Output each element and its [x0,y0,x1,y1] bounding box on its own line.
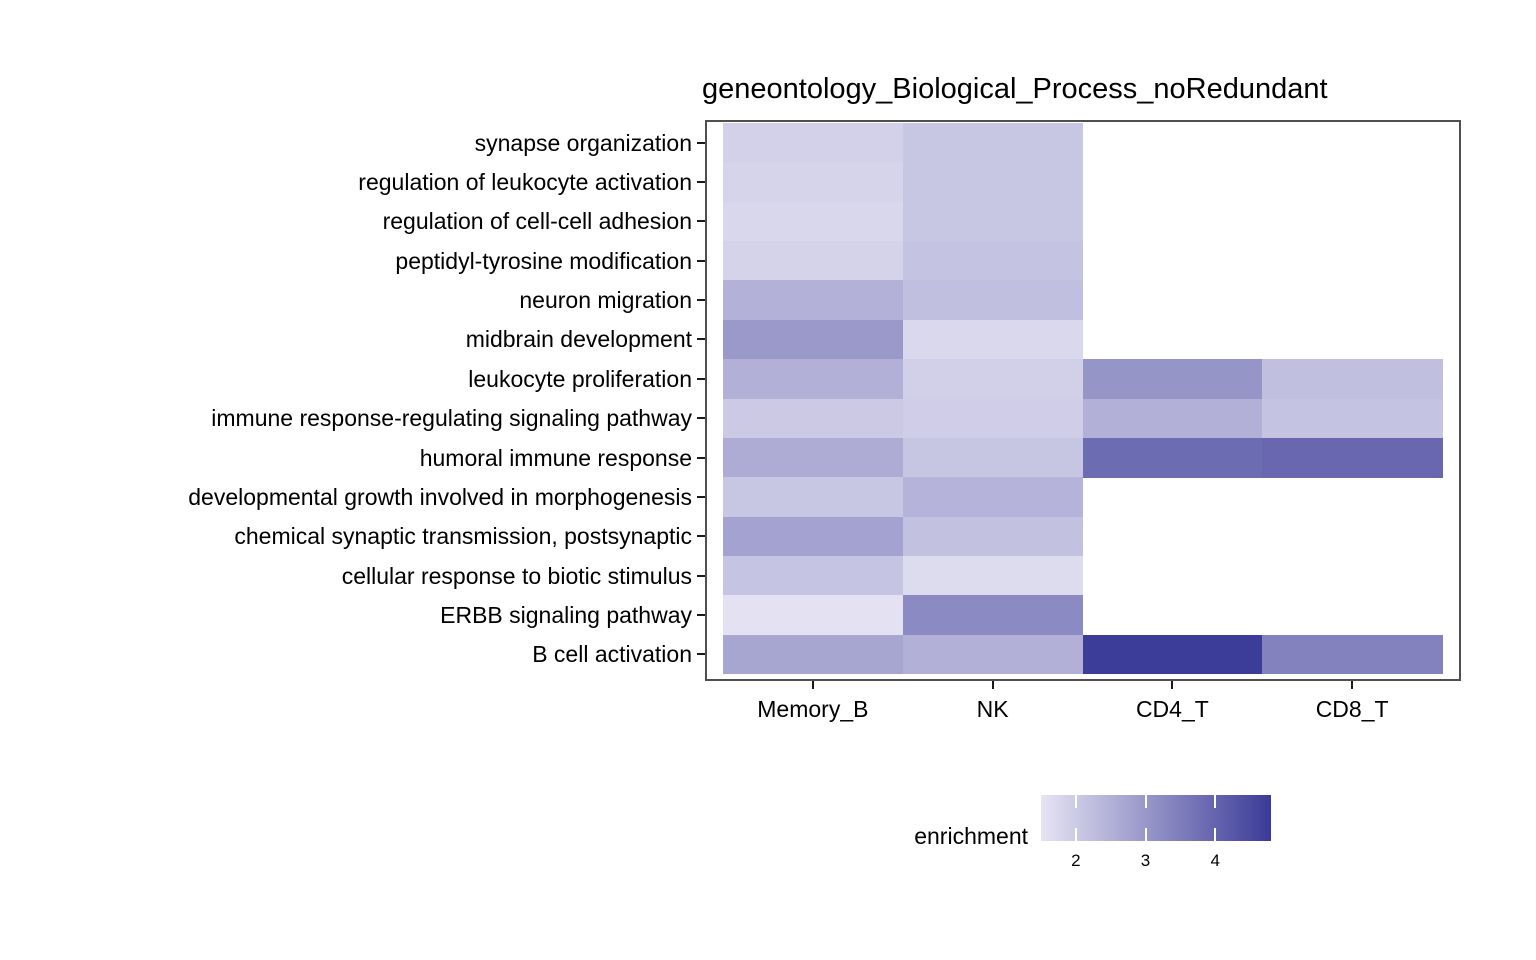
legend-tick-mark [1144,795,1147,808]
y-axis-tick [697,613,705,616]
y-axis-tick [697,377,705,380]
y-axis-label: midbrain development [465,326,692,353]
heatmap-cell [902,280,1083,321]
y-axis-label: humoral immune response [419,444,692,471]
heatmap-cell [723,359,904,399]
y-axis-label: peptidyl-tyrosine modification [395,247,692,274]
heatmap-cell [1262,437,1443,478]
y-axis-label: leukocyte proliferation [468,365,692,392]
y-axis-tick [697,653,705,656]
heatmap-cell [902,555,1083,596]
y-axis-tick [697,181,705,184]
y-axis-label: ERBB signaling pathway [440,601,692,628]
legend-tick-mark [1214,828,1217,841]
y-axis-label: regulation of cell-cell adhesion [382,208,692,235]
heatmap-cell [723,241,904,281]
heatmap-cell [902,241,1083,281]
y-axis-tick [697,299,705,302]
heatmap-cell [902,123,1083,163]
y-axis-tick [697,495,705,498]
heatmap-cell [902,634,1083,675]
chart-title: geneontology_Biological_Process_noRedund… [702,73,1328,105]
heatmap-cell [723,595,904,636]
y-axis-tick [697,220,705,223]
legend-tick-mark [1144,828,1147,841]
x-axis-tick [811,681,814,689]
y-axis-label: synapse organization [474,129,692,156]
legend-tick-value: 3 [1140,851,1151,870]
y-axis-tick [697,259,705,262]
x-axis-tick [1351,681,1354,689]
legend-title: enrichment [914,823,1028,849]
heatmap-cell [1262,359,1443,399]
heatmap-cell [902,359,1083,399]
heatmap-cell [723,123,904,163]
legend-tick-value: 2 [1071,851,1081,870]
y-axis-tick [697,574,705,577]
heatmap-cell [1082,398,1263,439]
y-axis-label: developmental growth involved in morphog… [188,483,692,510]
x-axis-label: CD4_T [1135,696,1209,722]
heatmap-cell [902,319,1083,360]
heatmap-cell [902,437,1083,478]
heatmap-cell [723,477,904,518]
x-axis-label: NK [976,696,1009,722]
x-axis-label: Memory_B [757,696,869,722]
heatmap-cell [1082,634,1263,675]
heatmap-cell [902,477,1083,518]
y-axis-tick [697,417,705,420]
heatmap-cell [723,516,904,557]
x-axis-tick [991,681,994,689]
heatmap-cell [902,162,1083,203]
x-axis-label: CD8_T [1315,696,1389,722]
heatmap-cell [723,162,904,203]
legend-tick-value: 4 [1210,851,1220,870]
x-axis-tick [1171,681,1174,689]
y-axis-tick [697,535,705,538]
heatmap-cell [902,595,1083,636]
heatmap-cell [723,555,904,596]
heatmap-cell [902,201,1083,242]
y-axis-label: cellular response to biotic stimulus [341,562,692,589]
y-axis-tick [697,338,705,341]
heatmap-cell [723,398,904,439]
heatmap-cell [902,398,1083,439]
legend-colorbar [1041,795,1271,841]
y-axis-label: immune response-regulating signaling pat… [211,405,692,432]
y-axis-label: regulation of leukocyte activation [358,169,692,196]
y-axis-label: chemical synaptic transmission, postsyna… [234,523,692,550]
heatmap-cell [1262,634,1443,675]
heatmap-cell [723,319,904,360]
heatmap-cell [723,634,904,675]
heatmap-cell [723,201,904,242]
heatmap-cell [723,280,904,321]
y-axis-tick [697,141,705,144]
y-axis-label: neuron migration [519,287,692,314]
y-axis-tick [697,456,705,459]
heatmap-cells [723,123,1443,675]
heatmap-cell [902,516,1083,557]
legend-tick-mark [1074,795,1077,808]
y-axis-label: B cell activation [532,641,692,668]
heatmap-cell [1262,398,1443,439]
heatmap-cell [723,437,904,478]
heatmap-cell [1082,437,1263,478]
heatmap-cell [1082,359,1263,399]
legend-tick-mark [1074,828,1077,841]
legend-tick-mark [1214,795,1217,808]
